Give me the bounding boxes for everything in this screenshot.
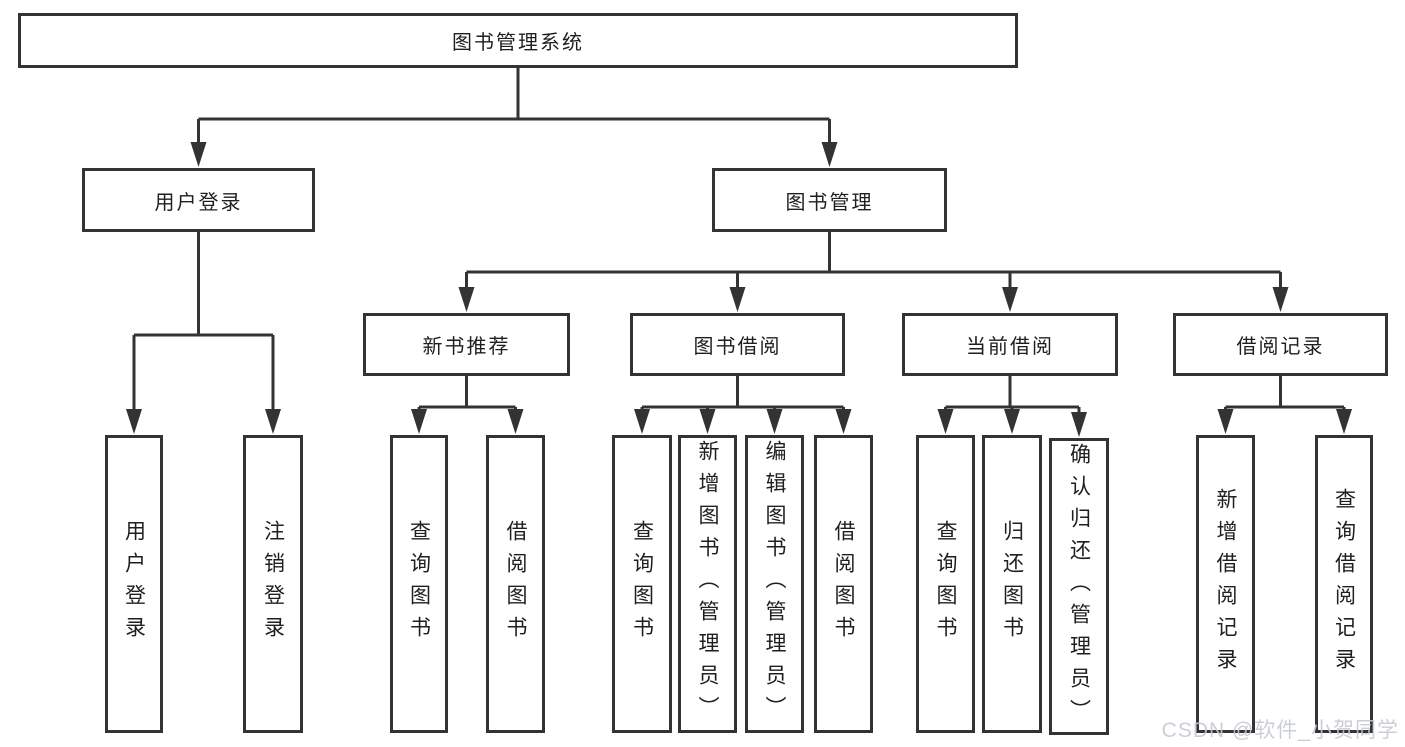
csdn-watermark: CSDN @软件_小贺同学 bbox=[1161, 719, 1399, 742]
leaf-add-books-admin: 新增图书（管理员） bbox=[678, 435, 737, 733]
arrowhead-icon bbox=[835, 409, 852, 434]
arrowhead-icon bbox=[1272, 287, 1289, 312]
leaf-label: 新增借阅记录 bbox=[1214, 488, 1237, 680]
leaf-label: 查询借阅记录 bbox=[1332, 488, 1356, 680]
leaf-label: 确认归还（管理员） bbox=[1067, 442, 1091, 731]
leaf-edit-books-admin: 编辑图书（管理员） bbox=[745, 435, 804, 733]
arrowhead-icon bbox=[1217, 409, 1234, 434]
arrowhead-icon bbox=[1336, 409, 1352, 434]
node-label: 图书管理 bbox=[785, 191, 874, 214]
leaf-query-books-2: 查询图书 bbox=[612, 435, 672, 733]
node-label: 图书管理系统 bbox=[452, 32, 584, 54]
arrowhead-icon bbox=[634, 409, 650, 434]
leaf-query-books: 查询图书 bbox=[390, 435, 448, 733]
arrowhead-icon bbox=[126, 409, 142, 434]
leaf-label: 查询图书 bbox=[934, 520, 957, 648]
node-label: 用户登录 bbox=[154, 191, 243, 214]
arrowhead-icon bbox=[937, 409, 954, 434]
leaf-label: 借阅图书 bbox=[504, 520, 527, 648]
leaf-user-login: 用户登录 bbox=[105, 435, 163, 733]
node-user-login: 用户登录 bbox=[82, 168, 315, 232]
leaf-confirm-return-admin: 确认归还（管理员） bbox=[1049, 438, 1109, 735]
arrowhead-icon bbox=[265, 409, 281, 434]
leaf-label: 注销登录 bbox=[261, 520, 285, 648]
arrowhead-icon bbox=[729, 287, 746, 312]
leaf-label: 查询图书 bbox=[407, 520, 431, 648]
arrowhead-icon bbox=[458, 287, 475, 312]
leaf-label: 新增图书（管理员） bbox=[696, 440, 719, 728]
node-book-management-system: 图书管理系统 bbox=[18, 13, 1018, 68]
leaf-add-borrow-record: 新增借阅记录 bbox=[1196, 435, 1255, 733]
arrowhead-icon bbox=[507, 409, 524, 434]
node-book-management: 图书管理 bbox=[712, 168, 947, 232]
arrowhead-icon bbox=[1002, 287, 1018, 312]
node-new-book-recommend: 新书推荐 bbox=[363, 313, 570, 376]
leaf-borrow-books-2: 借阅图书 bbox=[814, 435, 873, 733]
node-label: 借阅记录 bbox=[1236, 336, 1325, 358]
leaf-label: 编辑图书（管理员） bbox=[763, 440, 786, 728]
leaf-logout: 注销登录 bbox=[243, 435, 303, 733]
node-label: 当前借阅 bbox=[966, 336, 1054, 358]
node-label: 新书推荐 bbox=[422, 336, 511, 358]
arrowhead-icon bbox=[411, 409, 427, 434]
leaf-label: 借阅图书 bbox=[832, 520, 855, 648]
arrowhead-icon bbox=[699, 409, 716, 434]
leaf-label: 查询图书 bbox=[630, 520, 654, 648]
leaf-label: 归还图书 bbox=[1000, 520, 1024, 648]
leaf-borrow-books: 借阅图书 bbox=[486, 435, 545, 733]
leaf-return-books: 归还图书 bbox=[982, 435, 1042, 733]
arrowhead-icon bbox=[766, 409, 783, 434]
node-book-borrowing: 图书借阅 bbox=[630, 313, 845, 376]
node-current-borrowing: 当前借阅 bbox=[902, 313, 1118, 376]
arrowhead-icon bbox=[821, 142, 838, 167]
leaf-label: 用户登录 bbox=[122, 520, 146, 648]
arrowhead-icon bbox=[1004, 409, 1020, 434]
node-label: 图书借阅 bbox=[693, 336, 782, 358]
arrowhead-icon bbox=[190, 142, 207, 167]
arrowhead-icon bbox=[1071, 412, 1087, 437]
leaf-query-books-3: 查询图书 bbox=[916, 435, 975, 733]
leaf-query-borrow-record: 查询借阅记录 bbox=[1315, 435, 1373, 733]
node-borrowing-records: 借阅记录 bbox=[1173, 313, 1388, 376]
